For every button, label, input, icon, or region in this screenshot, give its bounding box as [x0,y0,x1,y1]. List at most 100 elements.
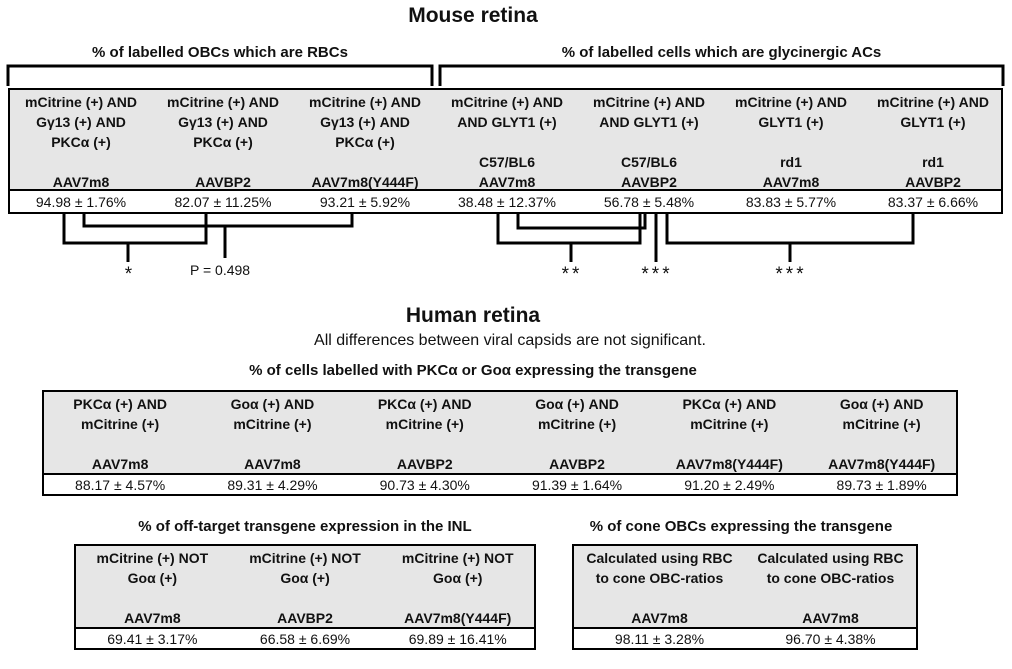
header-line: mCitrine (+) AND [735,94,847,110]
header-line [349,434,501,454]
value-cell: 93.21 ± 5.92% [319,194,411,210]
header-line: AAV7m8(Y444F) [311,174,419,190]
header-line: AAV7m8 [478,174,536,190]
header-line: mCitrine (+) AND [451,94,563,110]
header-line: Goα (+) AND [230,396,315,412]
value-cell: 69.89 ± 16.41% [408,631,507,647]
header-line: Gγ13 (+) AND [36,114,126,130]
header-line: mCitrine (+) NOT [96,550,209,566]
header-line: to cone OBC-ratios [595,570,724,586]
human-table2-title: % of off-target transgene expression in … [138,518,472,535]
header-line: AAV7m8(Y444F) [675,456,783,472]
header-line: AAV7m8 [762,174,820,190]
header-line: AAVBP2 [621,174,677,190]
header-line: Goα (+) AND [535,396,619,412]
header-line: Goα (+) AND [839,396,924,412]
header-line [10,152,152,172]
header-line: mCitrine (+) AND [167,94,279,110]
sig-bracket-1 [62,213,208,245]
header-line [720,132,862,152]
header-line: PKCα (+) [193,134,253,150]
header-line: mCitrine (+) NOT [401,550,514,566]
header-line: Gγ13 (+) AND [320,114,410,130]
header-line: PKCα (+) [51,134,111,150]
human-table1-title: % of cells labelled with PKCα or Goα exp… [249,362,697,379]
value-cell: 88.17 ± 4.57% [75,477,166,493]
header-line: mCitrine (+) AND [877,94,989,110]
sig-star-1: * [124,264,136,285]
header-line: AAVBP2 [277,610,333,626]
header-line: C57/BL6 [620,154,678,170]
p-value-label: P = 0.498 [190,262,251,278]
header-line [196,434,348,454]
header-line: AAV7m8 [91,456,149,472]
sig-star-4: *** [775,264,807,285]
header-cell: mCitrine (+) NOT Goα (+) AAVBP2 [229,548,382,628]
header-line [436,132,578,152]
human-table-1: PKCα (+) AND mCitrine (+) AAV7m8 88.17 ± 4.… [42,390,958,496]
value-cell: 83.83 ± 5.77% [745,194,837,210]
header-line: mCitrine (+) [690,416,769,432]
header-line: GLYT1 (+) [900,114,966,130]
value-cell: 82.07 ± 11.25% [174,194,272,210]
header-line [152,152,294,172]
value-cell: 38.48 ± 12.37% [458,194,556,210]
header-line: Calculated using RBC [586,550,733,566]
value-cell: 83.37 ± 6.66% [887,194,979,210]
header-line: Gγ13 (+) AND [178,114,268,130]
header-line: AAV7m8(Y444F) [404,610,512,626]
header-line: PKCα (+) AND [682,396,777,412]
sig-bracket-5 [665,213,915,245]
header-line [44,434,196,454]
sig-bracket-2 [82,213,354,228]
value-cell: 91.39 ± 1.64% [531,477,623,493]
value-cell: 98.11 ± 3.28% [614,631,705,647]
header-line [229,588,382,608]
header-cell: Goα (+) AND mCitrine (+) AAV7m8(Y444F) [806,394,958,474]
header-line [574,588,745,608]
header-line: Goα (+) [433,570,483,586]
value-cell: 69.41 ± 3.17% [107,631,198,647]
header-line: Goα (+) [280,570,330,586]
header-cell: mCitrine (+) AND Gγ13 (+) AND PKCα (+) AAV7… [294,92,436,192]
header-line: mCitrine (+) [842,416,921,432]
header-line [578,132,720,152]
mouse-table: mCitrine (+) AND Gγ13 (+) AND PKCα (+) AAV7… [8,88,1003,214]
header-line: Calculated using RBC [757,550,904,566]
header-cell: mCitrine (+) NOT Goα (+) AAV7m8(Y444F) [381,548,534,628]
header-line: AAVBP2 [905,174,961,190]
header-line: PKCα (+) AND [73,396,168,412]
header-line: mCitrine (+) NOT [249,550,361,566]
value-cell: 89.73 ± 1.89% [836,477,927,493]
header-line: mCitrine (+) AND [593,94,705,110]
mouse-title: Mouse retina [408,4,538,27]
header-line: GLYT1 (+) [758,114,824,130]
value-cell: 96.70 ± 4.38% [785,631,876,647]
header-cell: PKCα (+) AND mCitrine (+) AAV7m8(Y444F) [653,394,805,474]
header-line: rd1 [780,154,802,170]
header-line: AND GLYT1 (+) [457,114,557,130]
header-line: rd1 [922,154,944,170]
header-line: PKCα (+) [335,134,395,150]
value-cell: 56.78 ± 5.48% [603,194,695,210]
header-line: mCitrine (+) AND [309,94,421,110]
header-line: AAV7m8 [52,174,110,190]
header-line [501,434,653,454]
header-line: mCitrine (+) [385,416,464,432]
human-title: Human retina [405,304,541,327]
header-line: mCitrine (+) [537,416,617,432]
value-cell: 66.58 ± 6.69% [259,631,351,647]
header-line: AAVBP2 [195,174,251,190]
value-cell: 91.20 ± 2.49% [684,477,775,493]
header-line [745,588,916,608]
sig-bracket-4 [516,213,647,230]
header-line: AAV7m8(Y444F) [828,456,936,472]
